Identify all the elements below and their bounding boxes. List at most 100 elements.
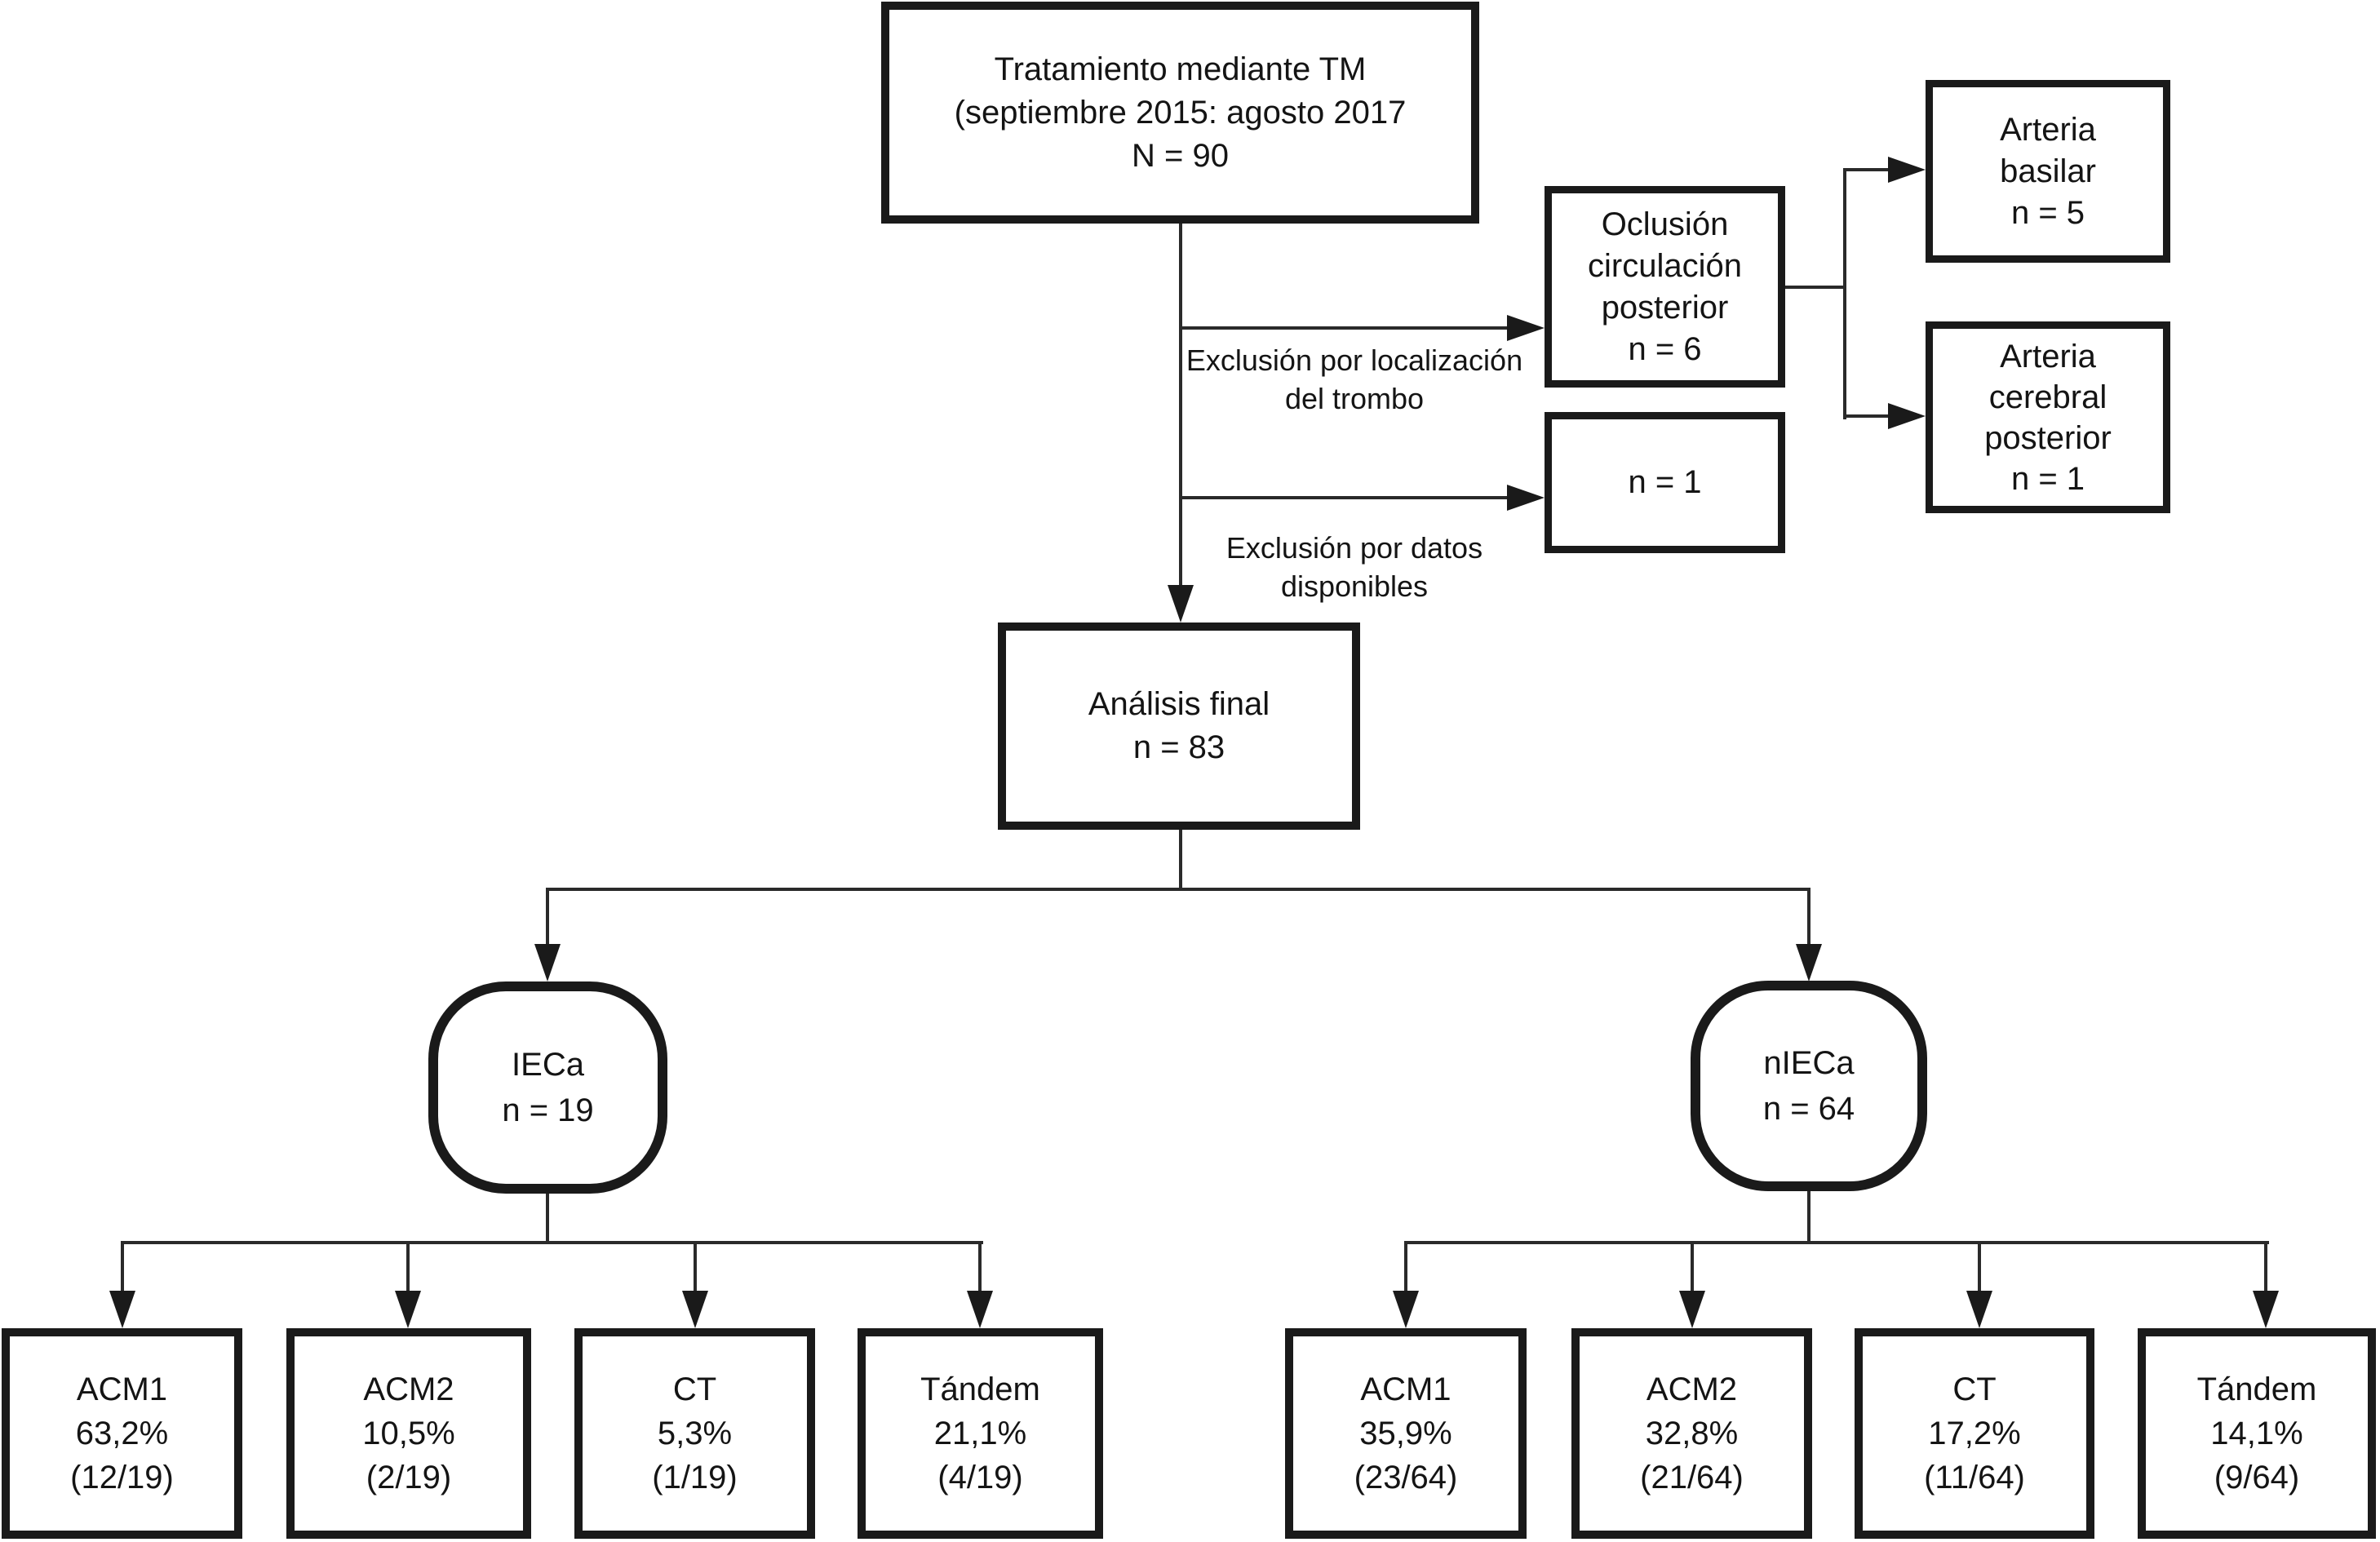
node-oclusion-line4: n = 6	[1628, 330, 1702, 367]
node-analisis-line2: n = 83	[1132, 729, 1225, 765]
node-ieca-ct: CT 5,3% (1/19)	[574, 1328, 815, 1539]
node-nieca-acm1-frac: (23/64)	[1354, 1460, 1458, 1495]
arrow-down-nieca-acm2-icon	[1679, 1291, 1705, 1328]
connector-split-horizontal	[546, 888, 1810, 891]
node-nieca: nIECa n = 64	[1691, 981, 1927, 1191]
connector-nieca-drop3	[1978, 1241, 1981, 1292]
node-tratamiento-line1: Tratamiento mediante TM	[994, 51, 1367, 87]
node-nieca-tandem-pct: 14,1%	[2210, 1416, 2303, 1451]
node-ieca-ct-frac: (1/19)	[652, 1460, 738, 1495]
connector-ieca-drop3	[694, 1241, 697, 1292]
node-nieca-ct-pct: 17,2%	[1928, 1416, 2021, 1451]
label-exclusion-localizacion-line1: Exclusión por localización	[1186, 343, 1523, 377]
label-exclusion-datos-line2: disponibles	[1280, 569, 1429, 603]
node-nieca-tandem-label: Tándem	[2196, 1371, 2317, 1407]
node-nieca-acm1: ACM1 35,9% (23/64)	[1285, 1328, 1527, 1539]
connector-ieca-horizontal	[121, 1241, 983, 1244]
connector-ieca-drop2	[406, 1241, 410, 1292]
node-nieca-ct: CT 17,2% (11/64)	[1855, 1328, 2094, 1539]
node-nieca-line2: n = 64	[1762, 1091, 1855, 1127]
label-exclusion-datos: Exclusión por datos disponibles	[1167, 529, 1542, 605]
node-nieca-ct-label: CT	[1952, 1371, 1997, 1407]
node-analisis-line1: Análisis final	[1088, 686, 1270, 722]
connector-drop-nieca	[1807, 888, 1810, 945]
node-ieca-tandem-label: Tándem	[920, 1371, 1040, 1407]
arrow-down-to-nieca-icon	[1796, 944, 1822, 981]
connector-nieca-horizontal	[1404, 1241, 2269, 1244]
node-ieca-acm2-label: ACM2	[363, 1371, 454, 1407]
arrow-right-to-cerebral-icon	[1888, 403, 1926, 429]
arrow-down-nieca-ct-icon	[1966, 1291, 1992, 1328]
connector-to-cerebral	[1843, 414, 1889, 418]
arrow-down-to-ieca-icon	[534, 944, 561, 981]
label-exclusion-datos-line1: Exclusión por datos	[1225, 531, 1483, 565]
node-ieca: IECa n = 19	[428, 981, 667, 1194]
connector-to-basilar	[1843, 168, 1889, 171]
arrow-down-nieca-tandem-icon	[2253, 1291, 2279, 1328]
node-cerebral-line1: Arteria	[2000, 338, 2096, 374]
label-exclusion-localizacion-line2: del trombo	[1284, 382, 1425, 415]
connector-ieca-drop1	[121, 1241, 124, 1292]
node-ieca-tandem-frac: (4/19)	[937, 1460, 1023, 1495]
arrow-down-ieca-ct-icon	[682, 1291, 708, 1328]
connector-ieca-drop4	[978, 1241, 982, 1292]
node-ieca-ct-pct: 5,3%	[657, 1416, 733, 1451]
node-ieca-line1: IECa	[512, 1047, 584, 1083]
node-analisis-final: Análisis final n = 83	[998, 623, 1360, 830]
node-cerebral-line2: cerebral	[1988, 379, 2107, 415]
arrow-down-nieca-acm1-icon	[1393, 1291, 1419, 1328]
label-exclusion-localizacion: Exclusión por localización del trombo	[1167, 341, 1542, 418]
node-n1: n = 1	[1545, 412, 1785, 553]
connector-nieca-drop4	[2264, 1241, 2267, 1292]
node-ieca-tandem: Tándem 21,1% (4/19)	[858, 1328, 1103, 1539]
node-nieca-acm1-pct: 35,9%	[1359, 1416, 1452, 1451]
connector-analisis-stem	[1179, 830, 1182, 891]
node-ieca-acm2-frac: (2/19)	[366, 1460, 452, 1495]
connector-exclusion2	[1181, 496, 1507, 499]
connector-main-stem	[1179, 224, 1182, 586]
connector-ieca-stem	[546, 1194, 549, 1244]
node-tratamiento-line3: N = 90	[1132, 137, 1229, 174]
node-nieca-acm2-label: ACM2	[1646, 1371, 1738, 1407]
connector-nieca-drop1	[1404, 1241, 1407, 1292]
arrow-down-ieca-acm2-icon	[395, 1291, 421, 1328]
node-tratamiento-tm: Tratamiento mediante TM (septiembre 2015…	[881, 2, 1479, 224]
node-ieca-acm2-pct: 10,5%	[362, 1416, 455, 1451]
arrow-right-to-basilar-icon	[1888, 157, 1926, 183]
node-ieca-acm1-pct: 63,2%	[75, 1416, 169, 1451]
connector-oclusion-branch-vertical	[1843, 168, 1846, 419]
arrow-down-ieca-tandem-icon	[967, 1291, 993, 1328]
node-ieca-ct-label: CT	[672, 1371, 717, 1407]
connector-nieca-drop2	[1691, 1241, 1694, 1292]
arrow-down-ieca-acm1-icon	[109, 1291, 135, 1328]
node-ieca-tandem-pct: 21,1%	[933, 1416, 1027, 1451]
node-nieca-ct-frac: (11/64)	[1924, 1460, 2025, 1495]
node-cerebral-line4: n = 1	[2010, 460, 2085, 497]
node-ieca-acm1: ACM1 63,2% (12/19)	[2, 1328, 242, 1539]
node-ieca-acm1-frac: (12/19)	[70, 1460, 174, 1495]
connector-nieca-stem	[1807, 1191, 1810, 1244]
node-n1-line1: n = 1	[1628, 464, 1702, 500]
node-nieca-line1: nIECa	[1763, 1045, 1855, 1081]
node-nieca-tandem-frac: (9/64)	[2214, 1460, 2300, 1495]
node-cerebral-line3: posterior	[1984, 419, 2112, 456]
node-ieca-acm2: ACM2 10,5% (2/19)	[286, 1328, 531, 1539]
node-tratamiento-line2: (septiembre 2015: agosto 2017	[954, 94, 1407, 131]
connector-exclusion1	[1181, 326, 1507, 330]
node-nieca-tandem: Tándem 14,1% (9/64)	[2138, 1328, 2376, 1539]
node-oclusion-line1: Oclusión	[1601, 206, 1729, 242]
node-basilar-line1: Arteria	[2000, 111, 2096, 148]
node-nieca-acm1-label: ACM1	[1360, 1371, 1451, 1407]
node-arteria-cerebral-posterior: Arteria cerebral posterior n = 1	[1926, 321, 2170, 513]
node-basilar-line2: basilar	[2000, 153, 2096, 189]
node-nieca-acm2-pct: 32,8%	[1645, 1416, 1739, 1451]
node-oclusion-line3: posterior	[1601, 289, 1729, 326]
node-nieca-acm2-frac: (21/64)	[1640, 1460, 1744, 1495]
node-arteria-basilar: Arteria basilar n = 5	[1926, 80, 2170, 263]
node-nieca-acm2: ACM2 32,8% (21/64)	[1571, 1328, 1812, 1539]
arrow-right-to-oclusion-icon	[1507, 315, 1545, 341]
arrow-right-to-n1-icon	[1507, 485, 1545, 511]
node-basilar-line3: n = 5	[2010, 194, 2085, 231]
node-ieca-line2: n = 19	[502, 1092, 594, 1128]
